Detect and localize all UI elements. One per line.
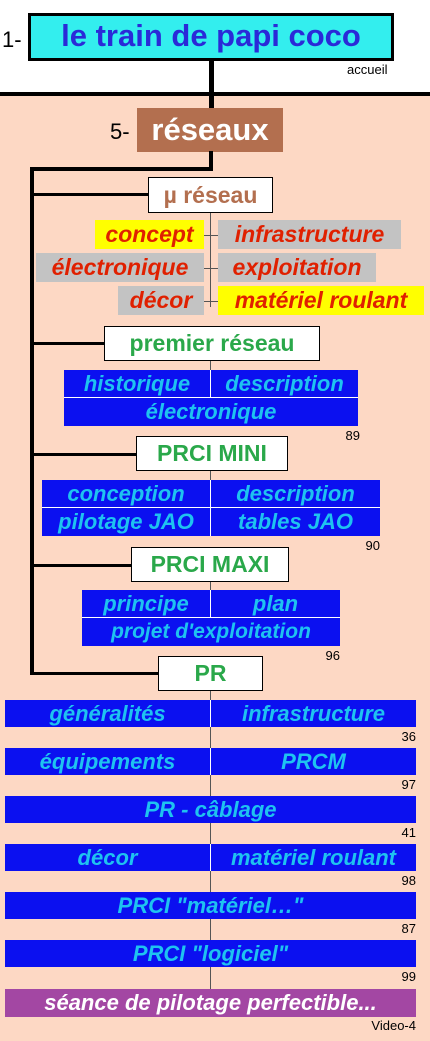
section-number: 5- <box>110 119 130 144</box>
prci-logiciel-link[interactable]: PRCI "logiciel" <box>5 940 416 967</box>
conception-link[interactable]: conception <box>67 481 185 506</box>
branch-connector <box>210 471 211 480</box>
header-divider <box>0 92 430 96</box>
projet-exploitation-link[interactable]: projet d'exploitation <box>111 620 311 643</box>
electronique-link[interactable]: électronique <box>36 253 204 282</box>
tree-branch <box>30 453 136 456</box>
seance-pilotage-link[interactable]: séance de pilotage perfectible... <box>5 989 416 1017</box>
page-count: 36 <box>401 729 416 744</box>
prci-maxi-panel: principe plan projet d'exploitation <box>82 590 340 646</box>
panel-divider <box>210 590 211 617</box>
page-count: 41 <box>401 825 416 840</box>
pr-row-2: équipements PRCM <box>5 748 416 775</box>
principe-link[interactable]: principe <box>103 591 189 616</box>
panel-divider <box>82 617 340 618</box>
infrastructure-link[interactable]: infrastructure <box>218 220 401 249</box>
panel-divider <box>210 480 211 536</box>
decor-link[interactable]: décor <box>118 286 204 315</box>
description-link[interactable]: description <box>225 371 344 396</box>
premier-reseau-link[interactable]: premier réseau <box>104 326 320 361</box>
header-connector <box>209 58 214 108</box>
prci-mini-panel: conception description pilotage JAO tabl… <box>42 480 380 536</box>
page-count: 99 <box>401 969 416 984</box>
branch-connector <box>210 361 211 370</box>
mu-connector <box>204 301 218 302</box>
pilotage-jao-link[interactable]: pilotage JAO <box>58 509 194 534</box>
materiel-roulant-pr-link[interactable]: matériel roulant <box>230 845 397 870</box>
tree-trunk <box>30 167 34 675</box>
panel-divider <box>64 397 358 398</box>
prci-maxi-link[interactable]: PRCI MAXI <box>131 547 289 582</box>
pr-connector <box>210 691 211 989</box>
pr-link[interactable]: PR <box>158 656 263 691</box>
prci-mini-link[interactable]: PRCI MINI <box>136 436 288 471</box>
mu-reseau-link[interactable]: µ réseau <box>148 177 273 213</box>
page-count: 98 <box>401 873 416 888</box>
section-title: réseaux <box>137 108 283 152</box>
site-title-link[interactable]: le train de papi coco <box>28 13 394 61</box>
tree-branch <box>30 564 131 567</box>
page-count: 89 <box>345 428 360 443</box>
materiel-roulant-link[interactable]: matériel roulant <box>218 286 424 315</box>
prcm-link[interactable]: PRCM <box>281 749 346 774</box>
tree-branch <box>30 193 148 196</box>
tree-branch <box>30 672 158 675</box>
pr-row-1: généralités infrastructure <box>5 700 416 727</box>
page-count: 90 <box>365 538 380 553</box>
infrastructure-pr-link[interactable]: infrastructure <box>241 701 386 726</box>
concept-link[interactable]: concept <box>95 220 204 249</box>
generalites-link[interactable]: généralités <box>49 701 166 726</box>
page-count: 97 <box>401 777 416 792</box>
panel-divider <box>210 748 211 775</box>
pr-cablage-link[interactable]: PR - câblage <box>5 796 416 823</box>
premier-reseau-panel: historique description électronique <box>64 370 358 426</box>
panel-divider <box>210 700 211 727</box>
equipements-link[interactable]: équipements <box>39 749 176 774</box>
tree-branch <box>30 342 105 345</box>
video-label[interactable]: Video-4 <box>371 1018 416 1033</box>
page-count: 96 <box>325 648 340 663</box>
tree-connector <box>30 167 213 171</box>
description-mini-link[interactable]: description <box>236 481 355 506</box>
header-number: 1- <box>2 27 22 52</box>
mu-connector <box>210 213 211 307</box>
mu-connector <box>204 235 218 236</box>
accueil-link[interactable]: accueil <box>347 62 388 77</box>
historique-link[interactable]: historique <box>83 371 191 396</box>
tables-jao-link[interactable]: tables JAO <box>238 509 353 534</box>
prci-materiel-link[interactable]: PRCI "matériel…" <box>5 892 416 919</box>
decor-pr-link[interactable]: décor <box>77 845 138 870</box>
panel-divider <box>210 844 211 871</box>
mu-connector <box>204 268 218 269</box>
plan-link[interactable]: plan <box>252 591 299 616</box>
pr-row-4: décor matériel roulant <box>5 844 416 871</box>
branch-connector <box>210 582 211 590</box>
electronique-1-link[interactable]: électronique <box>145 399 277 424</box>
exploitation-link[interactable]: exploitation <box>218 253 376 282</box>
page-count: 87 <box>401 921 416 936</box>
panel-divider <box>42 507 380 508</box>
panel-divider <box>210 370 211 397</box>
tree-connector <box>209 151 213 169</box>
